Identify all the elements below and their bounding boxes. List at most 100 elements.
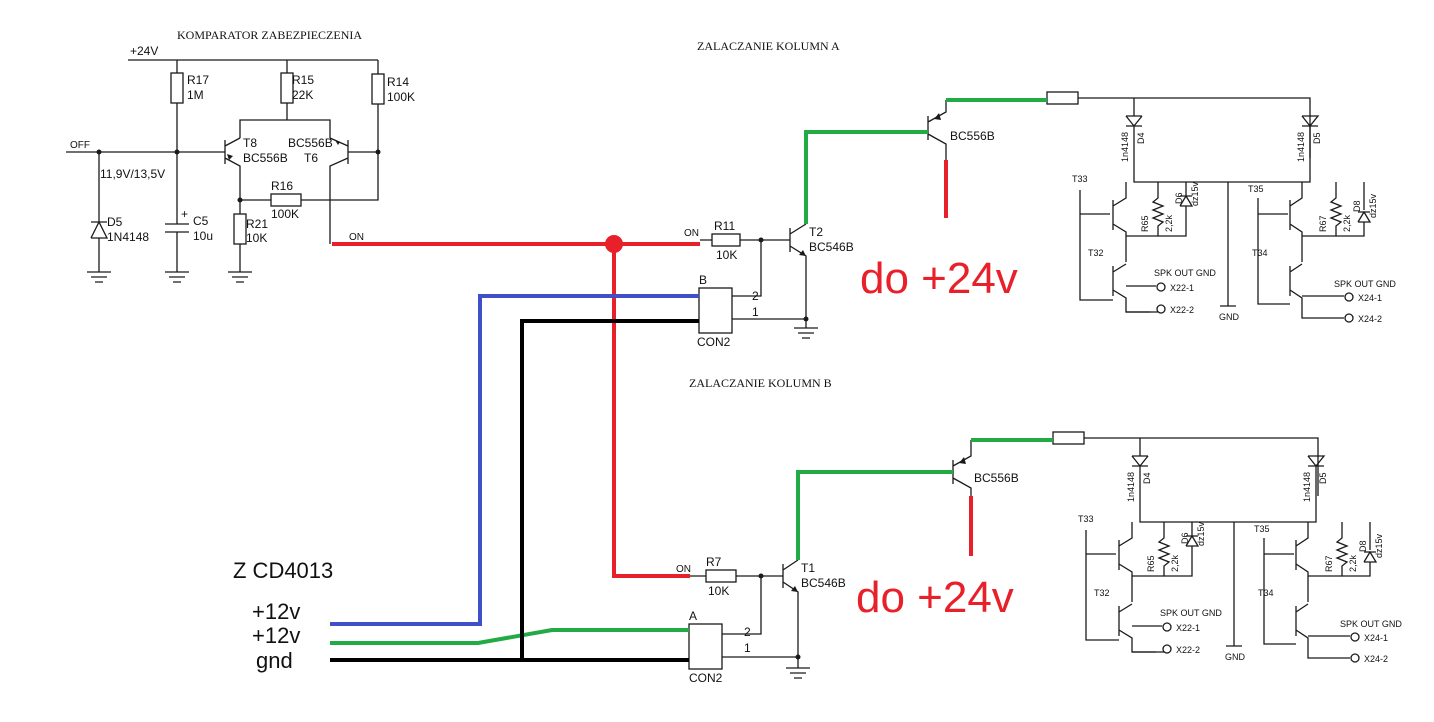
r67-resistor [1302,182,1343,237]
d5-type: 1n4148 [1296,132,1306,162]
gnd-label: GND [1219,312,1240,322]
t32-label: T32 [1088,248,1104,258]
d5-label: D5 [1312,132,1322,144]
r14-value: 100K [387,90,415,104]
upper-a-transistor [927,100,947,160]
r15-value: 22K [292,88,313,102]
t35-base-line [1257,198,1290,305]
green-wire-b-base [796,470,953,560]
junction [803,316,809,322]
supply-24v-label: +24V [130,44,158,58]
t35-transistor [1295,522,1309,602]
r16-resistor [270,193,302,207]
x24-1-label: X24-1 [1364,633,1388,643]
r7-value: 10K [708,584,729,598]
x24-2-label: X24-2 [1364,654,1388,664]
x22-2-terminal [1162,644,1172,654]
upper-b-type: BC556B [974,471,1019,485]
t1-arrow [791,586,798,592]
r67-value: 2,2k [1342,214,1352,232]
t2-transistor [789,223,807,319]
t33-transistor [1112,182,1127,262]
d5-label: D5 [107,215,123,229]
group-a-section: ZALACZANIE KOLUMN A ON R11 10K T2 BC546B… [684,39,1311,349]
d4-label: D4 [1136,132,1146,144]
d5-label: D5 [1318,472,1328,484]
con-a-pin1: 1 [744,641,751,655]
d4-label: D4 [1142,472,1152,484]
con-a-connector [688,623,723,670]
source-line3: gnd [256,648,293,673]
spk-b1: SPK OUT GND [1160,608,1222,618]
r7-resistor [705,569,737,583]
rail-a [1078,97,1311,158]
c5-label: C5 [193,214,209,228]
gnd-label: GND [1225,652,1246,662]
d4-diode [1125,98,1228,183]
con-a-pin2: 2 [744,625,751,639]
r16-value: 100K [271,207,299,221]
d6-type: dz15v [1190,181,1200,206]
r11-value: 10K [716,248,737,262]
spk-b2: SPK OUT GND [1340,619,1402,629]
t35-transistor [1289,182,1303,262]
t6-type: BC556B [288,136,333,150]
d4-type: 1n4148 [1120,132,1130,162]
con-b-ground-line [732,318,807,328]
r17-resistor [170,72,184,104]
con-b-pin2: 2 [752,289,759,303]
c5-value: 10u [193,229,213,243]
d6-label: D6 [1180,532,1190,544]
x22-2-label: X22-2 [1170,305,1194,315]
r65-resistor [1132,522,1171,577]
spk-a2: SPK OUT GND [1334,279,1396,289]
t34-transistor [1295,603,1350,659]
t33-base-line [1085,530,1119,641]
r21-value: 10K [246,231,267,245]
comparator-section: KOMPARATOR ZABEZPIECZENIA +24V R17 1M R1… [66,28,415,283]
r65-label: R65 [1146,555,1156,572]
r14-label: R14 [387,75,409,89]
d5-diode [1228,115,1320,183]
d4-diode [1131,438,1234,523]
x24-2-terminal [1350,653,1360,663]
source-line2: +12v [252,623,300,648]
x22-1-label: X22-1 [1176,623,1200,633]
r14-leads [330,60,379,201]
x22-1-terminal [1156,282,1166,292]
blue-wire-12v [330,294,699,626]
t6-arrow [335,140,340,145]
t34-transistor [1289,263,1344,319]
upper-a-arrow [934,113,941,120]
con-b-letter: B [699,273,707,287]
c5-plus: + [181,207,188,221]
gnd-line [1226,522,1242,647]
d6-type: dz15v [1196,521,1206,546]
r7-label: R7 [706,555,722,569]
x24-1-label: X24-1 [1358,293,1382,303]
d5-diode [1234,455,1326,523]
r15-label: R15 [292,73,314,87]
red-wire-branch [612,244,690,578]
t34-label: T34 [1252,248,1268,258]
t1-transistor [782,559,799,658]
d8-zener [1342,522,1378,577]
t8-transistor [224,137,241,200]
t8-label: T8 [243,136,257,150]
spk-a1: SPK OUT GND [1154,268,1216,278]
ground-icon [228,271,252,283]
d8-type: dz15v [1368,193,1378,218]
d6-zener [1158,182,1194,237]
x22-2-label: X22-2 [1176,645,1200,655]
r14-resistor [371,73,385,105]
source-labels: Z CD4013 +12v +12v gnd [233,558,333,673]
d8-type: dz15v [1374,533,1384,558]
rail-b [1084,437,1319,496]
on-label: ON [349,232,364,243]
black-wire-gnd-branch [520,319,699,660]
d8-label: D8 [1352,200,1362,212]
con-a-label: CON2 [689,671,723,685]
t33-transistor [1118,522,1133,602]
con-a-ground-line [722,656,799,668]
